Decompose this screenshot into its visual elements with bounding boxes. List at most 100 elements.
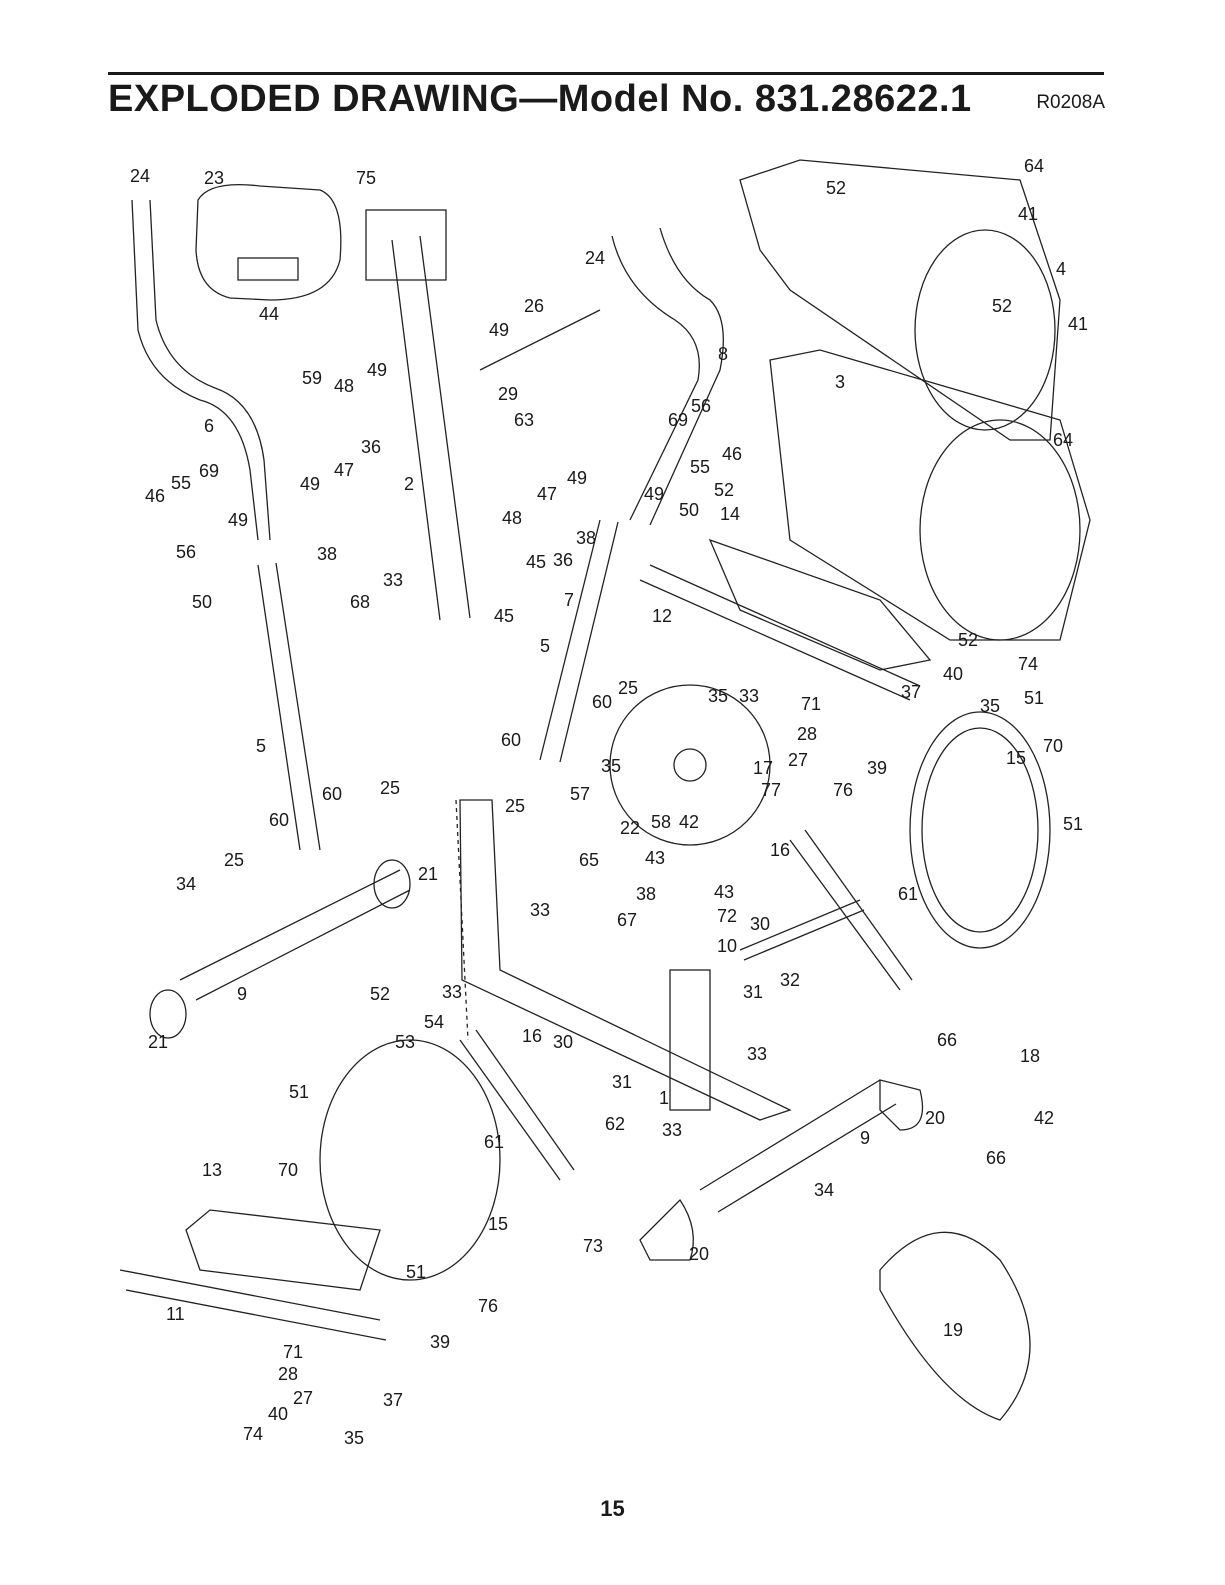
document-code: R0208A (1036, 92, 1105, 113)
pedal-left (185, 1209, 381, 1291)
crank-arm-right (789, 829, 913, 991)
part-callout: 76 (833, 780, 853, 800)
part-callout: 28 (797, 724, 817, 744)
console-display (237, 257, 299, 281)
part-callout: 21 (418, 864, 438, 884)
part-callout: 37 (383, 1390, 403, 1410)
part-callout: 35 (601, 756, 621, 776)
part-callout: 51 (1063, 814, 1083, 834)
pedal-right (708, 538, 932, 671)
part-callout: 50 (679, 500, 699, 520)
part-callout: 30 (553, 1032, 573, 1052)
part-callout: 34 (176, 874, 196, 894)
part-callout: 61 (484, 1132, 504, 1152)
part-callout: 13 (202, 1160, 222, 1180)
part-callout: 26 (524, 296, 544, 316)
upright-post (391, 235, 471, 621)
left-lower-arm (257, 562, 321, 851)
axle (739, 899, 865, 961)
part-callout: 52 (370, 984, 390, 1004)
part-callout: 64 (1024, 156, 1044, 176)
part-callout: 60 (501, 730, 521, 750)
part-callout: 54 (424, 1012, 444, 1032)
part-callout: 33 (739, 686, 759, 706)
part-callout: 18 (1020, 1046, 1040, 1066)
part-callout: 2 (404, 474, 414, 494)
part-callout: 12 (652, 606, 672, 626)
part-callout: 19 (943, 1320, 963, 1340)
part-callout: 48 (502, 508, 522, 528)
part-callout: 46 (722, 444, 742, 464)
header-rule (108, 72, 1104, 75)
console-bracket (365, 209, 447, 281)
part-callout: 35 (980, 696, 1000, 716)
part-callout: 49 (367, 360, 387, 380)
part-callout: 74 (243, 1424, 263, 1444)
part-callout: 28 (278, 1364, 298, 1384)
endcap-21-right (373, 859, 411, 909)
part-callout: 43 (645, 848, 665, 868)
rear-stabilizer (179, 869, 411, 1001)
part-callout: 21 (148, 1032, 168, 1052)
part-callout: 42 (1034, 1108, 1054, 1128)
part-callout: 30 (750, 914, 770, 934)
part-callout: 38 (317, 544, 337, 564)
part-callout: 32 (780, 970, 800, 990)
foot-20-left (639, 1198, 694, 1261)
part-callout: 25 (380, 778, 400, 798)
part-callout: 39 (430, 1332, 450, 1352)
part-callout: 17 (753, 758, 773, 778)
frame-post (669, 969, 711, 1111)
part-callout: 53 (395, 1032, 415, 1052)
part-callout: 35 (344, 1428, 364, 1448)
endcap-21-left (149, 989, 187, 1039)
part-callout: 27 (293, 1388, 313, 1408)
main-frame (459, 799, 792, 1121)
part-callout: 7 (564, 590, 574, 610)
part-callout: 73 (583, 1236, 603, 1256)
part-callout: 5 (256, 736, 266, 756)
shroud-outer (739, 159, 1061, 441)
part-callout: 75 (356, 168, 376, 188)
part-callout: 47 (537, 484, 557, 504)
part-callout: 40 (943, 664, 963, 684)
part-callout: 41 (1068, 314, 1088, 334)
part-callout: 9 (860, 1128, 870, 1148)
part-callout: 20 (925, 1108, 945, 1128)
part-callout: 31 (612, 1072, 632, 1092)
part-callout: 6 (204, 416, 214, 436)
part-callout: 46 (145, 486, 165, 506)
part-callout: 66 (986, 1148, 1006, 1168)
part-callout: 11 (166, 1304, 185, 1324)
part-callout: 40 (268, 1404, 288, 1424)
part-callout: 58 (651, 812, 671, 832)
part-callout: 55 (690, 457, 710, 477)
part-callout: 25 (618, 678, 638, 698)
part-callout: 77 (761, 780, 781, 800)
part-callout: 45 (526, 552, 546, 572)
part-callout: 52 (992, 296, 1012, 316)
part-callout: 27 (788, 750, 808, 770)
part-callout: 55 (171, 473, 191, 493)
pulley-left (319, 1039, 501, 1281)
part-callout: 16 (770, 840, 790, 860)
part-callout: 66 (937, 1030, 957, 1050)
part-callout: 49 (567, 468, 587, 488)
part-callout: 3 (835, 372, 845, 392)
part-callout: 72 (717, 906, 737, 926)
part-callout: 49 (300, 474, 320, 494)
part-callout: 33 (442, 982, 462, 1002)
crank-arm-left (459, 1029, 575, 1181)
part-callout: 49 (228, 510, 248, 530)
right-lower-arm (539, 519, 619, 763)
part-callout: 31 (743, 982, 763, 1002)
part-callout: 37 (901, 682, 921, 702)
part-callout: 71 (283, 1342, 303, 1362)
part-callout: 15 (488, 1214, 508, 1234)
front-stabilizer (699, 1079, 897, 1213)
part-callout: 60 (269, 810, 289, 830)
flywheel (609, 684, 771, 846)
console (195, 183, 342, 301)
part-callout: 69 (199, 461, 219, 481)
